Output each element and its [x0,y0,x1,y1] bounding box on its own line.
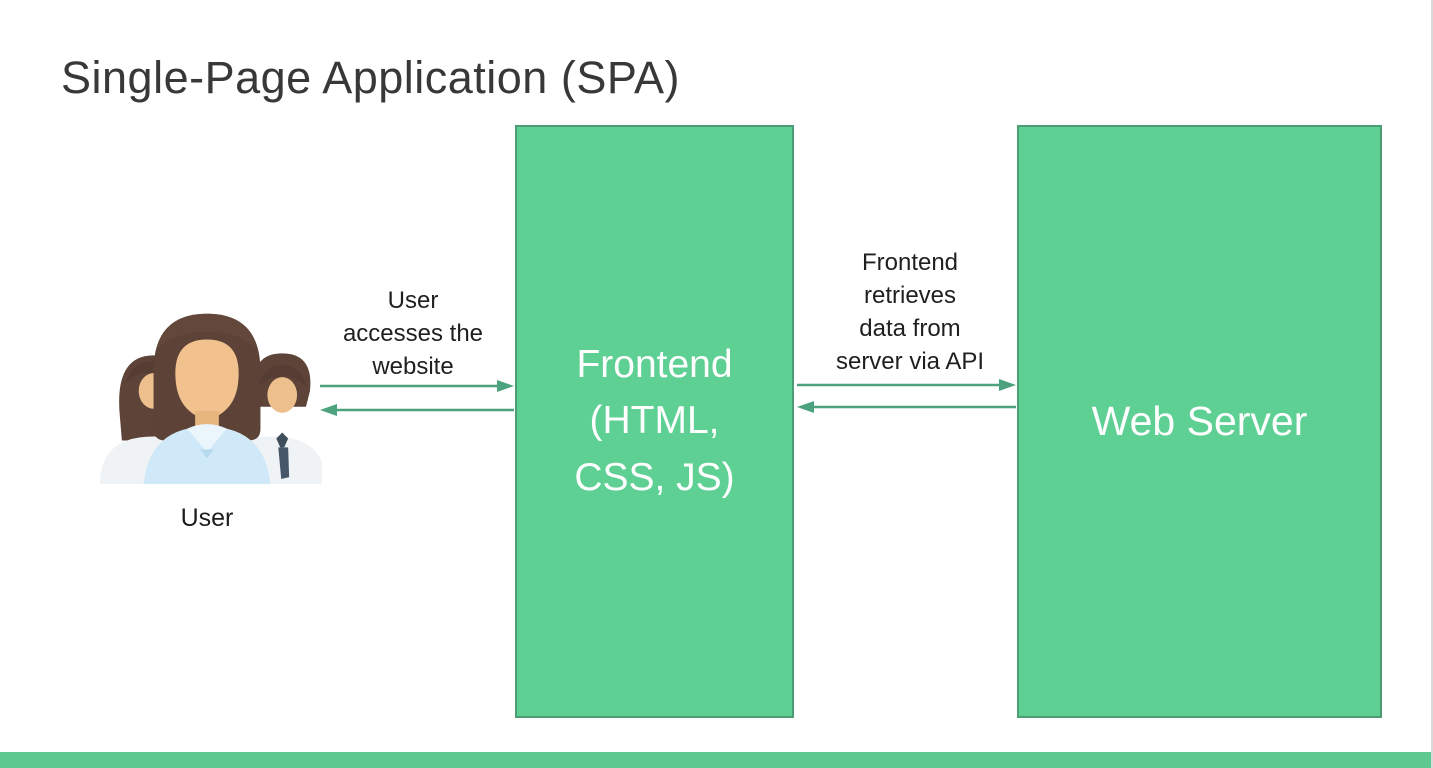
page-title: Single-Page Application (SPA) [61,52,681,103]
arrow-server-to-frontend-icon [797,400,1016,414]
arrow-user-to-frontend-icon [320,379,514,393]
flow-label-user-frontend: User accesses the website [342,287,484,380]
user-front-center [143,313,271,484]
user-group-icon [92,290,326,484]
web-server-label: Web Server [1091,397,1308,444]
arrow-frontend-to-user-icon [320,403,514,417]
node-frontend: Frontend (HTML, CSS, JS) [515,125,794,718]
footer-accent-bar [0,752,1431,768]
frontend-label: Frontend (HTML, CSS, JS) [574,342,735,499]
flow-label-frontend-server: Frontend retrieves data from server via … [835,249,985,375]
user-label: User [180,504,234,532]
node-web-server: Web Server [1017,125,1382,718]
arrow-frontend-to-server-icon [797,378,1016,392]
